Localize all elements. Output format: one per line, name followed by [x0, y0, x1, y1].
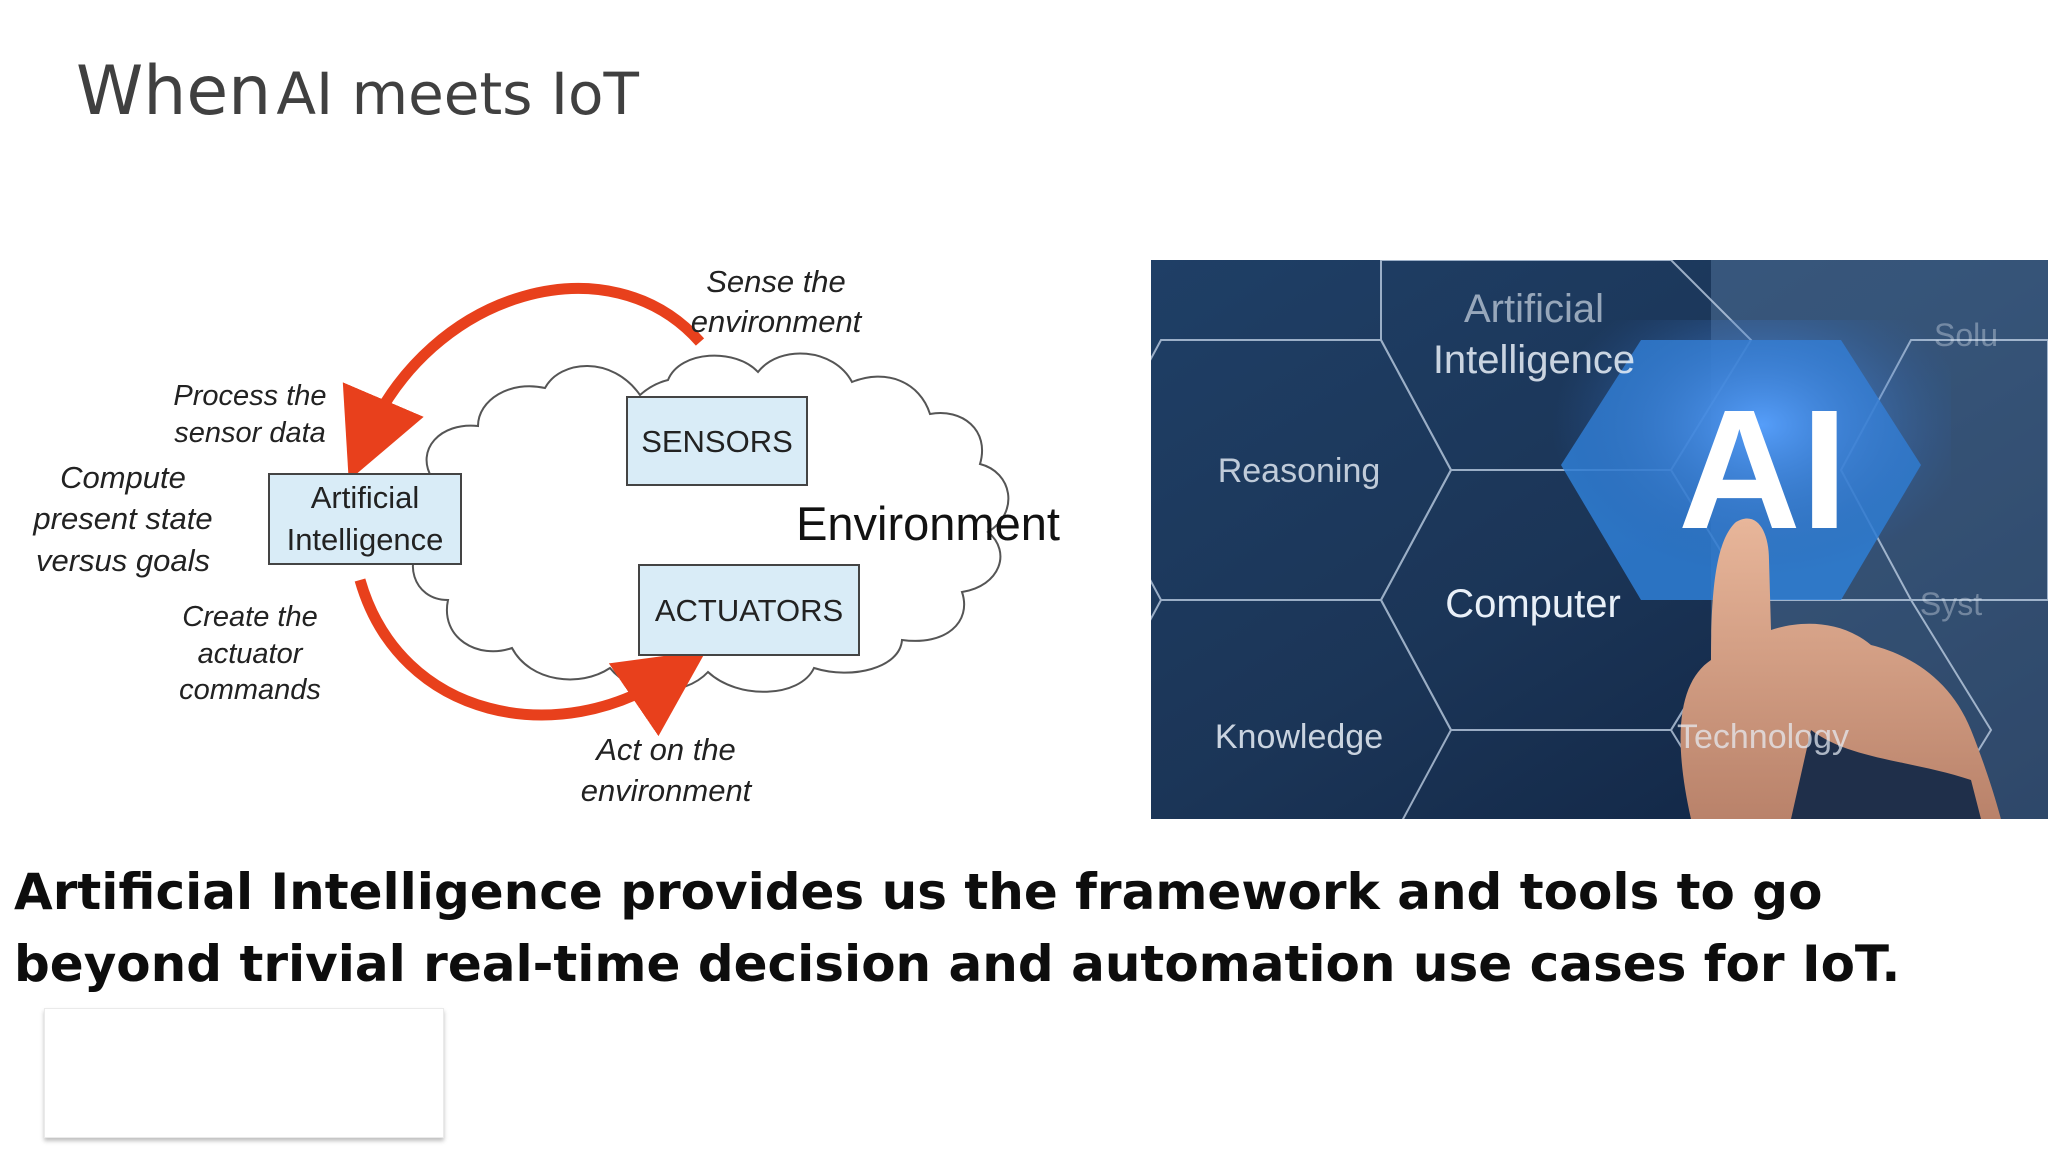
process-label-1: Process the [173, 380, 326, 412]
process-label-2: sensor data [174, 417, 326, 449]
compute-label-3: versus goals [36, 543, 210, 578]
blank-thumbnail [44, 1008, 444, 1138]
actuators-label: ACTUATORS [655, 593, 843, 628]
slide-title-rest: AI meets IoT [276, 60, 639, 128]
hex-solutions: Solu [1934, 317, 1998, 353]
ai-box-label-2: Intelligence [287, 522, 444, 557]
create-label-3: commands [179, 674, 321, 706]
ai-iot-cycle-diagram: Artificial Intelligence SENSORS ACTUATOR… [32, 264, 1060, 808]
sense-label-2: environment [691, 304, 863, 339]
hex-ai: AI [1678, 375, 1848, 565]
slide-title: When AI meets IoT [76, 52, 639, 131]
act-arrow [354, 578, 707, 737]
hex-knowledge: Knowledge [1215, 718, 1383, 756]
slide-title-when: When [76, 52, 272, 131]
hex-artificial-1: Artificial [1464, 287, 1604, 331]
hex-computer: Computer [1445, 582, 1621, 626]
slide-caption: Artificial Intelligence provides us the … [14, 863, 1901, 993]
ai-box-label-1: Artificial [311, 480, 420, 515]
act-label-1: Act on the [594, 732, 736, 767]
pointing-hand [1680, 518, 2001, 819]
ai-box [268, 473, 462, 565]
ai-technology-photo: Artificial Intelligence Reasoning Comput… [1151, 260, 2048, 819]
sensors-label: SENSORS [641, 424, 793, 459]
compute-label-2: present state [32, 501, 212, 536]
hex-reasoning: Reasoning [1218, 452, 1381, 490]
hex-artificial-2: Intelligence [1433, 338, 1635, 382]
hex-system: Syst [1920, 586, 1982, 622]
create-label-1: Create the [182, 601, 317, 633]
environment-label: Environment [796, 497, 1060, 550]
actuators-box [638, 564, 860, 656]
sense-arrow [342, 283, 705, 481]
sensors-box [626, 396, 808, 486]
create-label-2: actuator [198, 638, 304, 670]
hex-technology: Technology [1677, 718, 1849, 756]
sense-label-1: Sense the [706, 264, 846, 299]
compute-label-1: Compute [60, 460, 186, 495]
act-label-2: environment [581, 773, 753, 808]
